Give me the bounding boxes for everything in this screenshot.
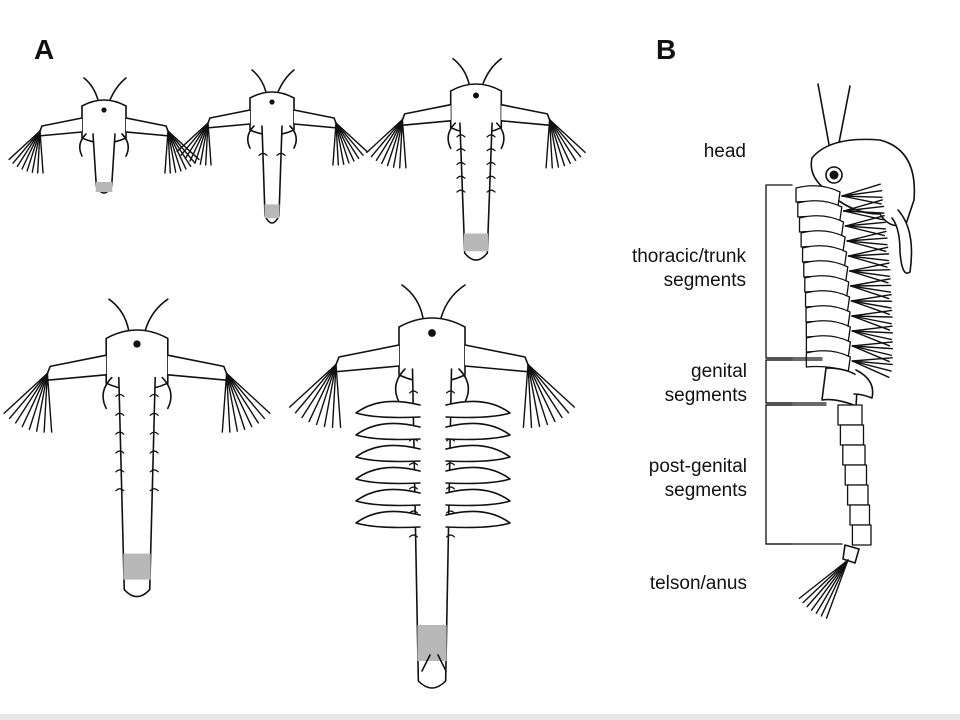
label-thoracic-segments: thoracic/trunk segments [631,246,746,291]
footer-bar [0,714,960,720]
label-telson-anus: telson/anus [649,573,747,594]
larva-stage-4 [3,298,271,598]
larva-stage-2 [176,69,368,224]
growth-zone-shading [95,182,113,192]
growth-zone-shading [417,625,447,661]
segment-bracket-1 [765,359,793,404]
label-genital-segments: genital segments [664,361,747,406]
larva-stage-1 [8,77,200,194]
larva-stage-3 [366,57,586,261]
genital-segment [821,367,859,407]
telson [842,544,860,564]
growth-zone-shading [123,553,151,580]
panel-label-a: A [34,34,55,65]
larva-stage-5 [288,284,576,689]
adult-lateral-view [765,83,916,619]
panel-label-b: B [656,34,677,65]
label-post-genital-segments: post-genital segments [648,456,747,501]
label-head: head [703,141,746,162]
growth-zone-shading [463,233,489,252]
segment-bracket-0 [765,184,793,359]
growth-zone-shading [264,204,280,219]
segment-bracket-2 [765,404,793,545]
